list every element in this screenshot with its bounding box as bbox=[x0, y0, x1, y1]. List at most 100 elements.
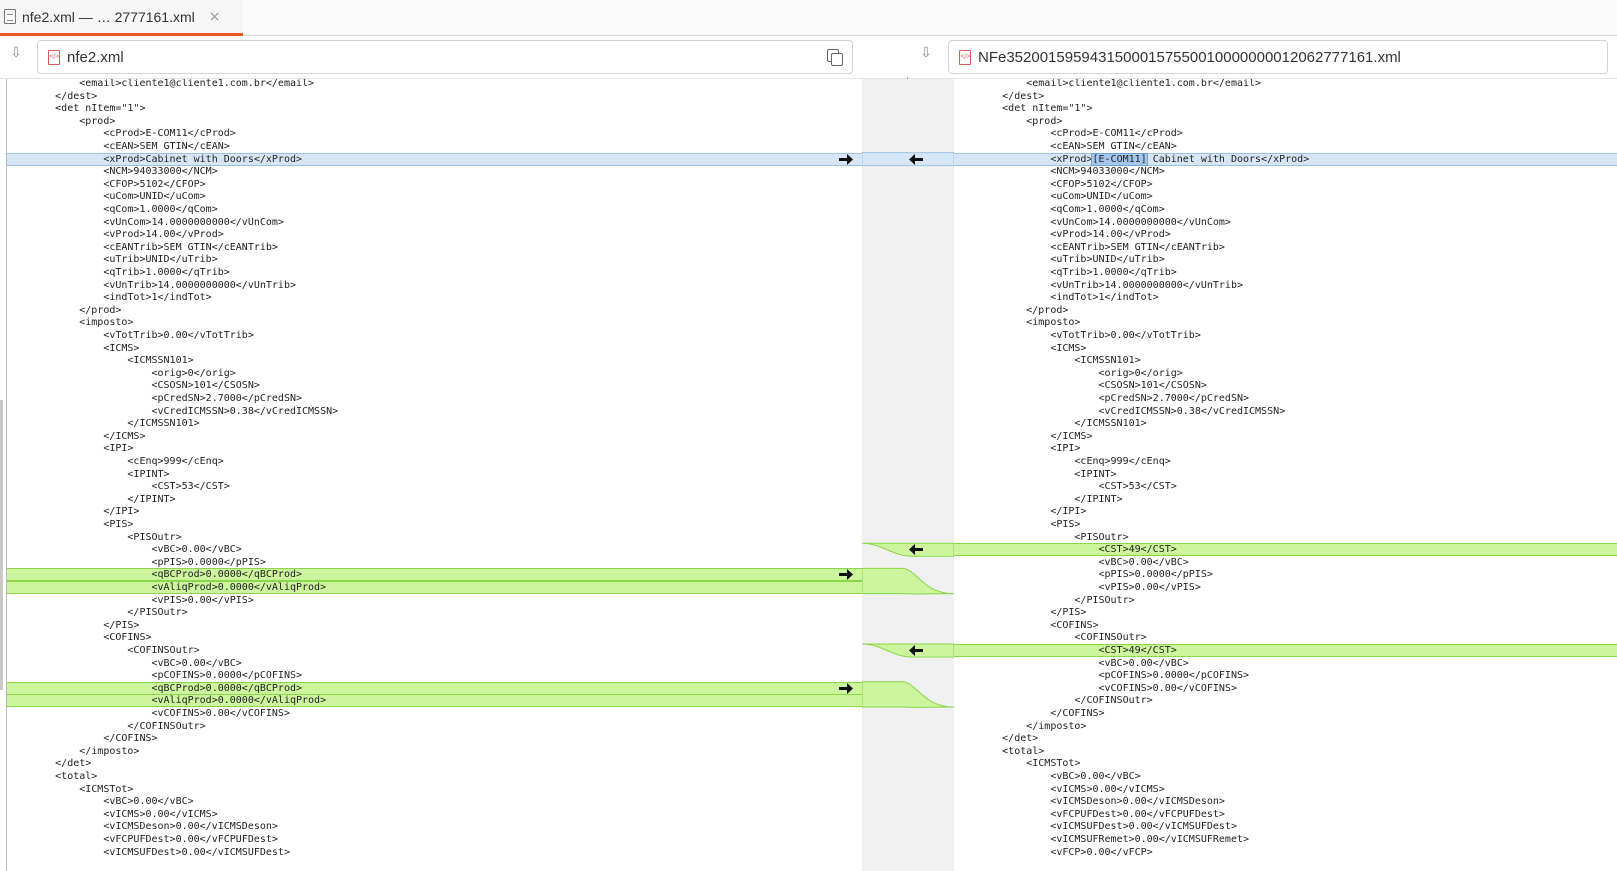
left-code-line: <ICMSSN101> bbox=[7, 355, 194, 367]
right-code-line: <COFINS> bbox=[954, 619, 1099, 631]
download-arrow-icon[interactable]: ⇩ bbox=[920, 45, 932, 61]
copy-icon[interactable] bbox=[827, 49, 844, 66]
left-code-line: <CST>53</CST> bbox=[7, 481, 230, 493]
right-code-line: <qCom>1.0000</qCom> bbox=[954, 204, 1165, 215]
left-code-line: <vPIS>0.00</vPIS> bbox=[7, 594, 254, 606]
right-code-line: <CSOSN>101</CSOSN> bbox=[954, 380, 1207, 392]
right-code-line: <CFOP>5102</CFOP> bbox=[954, 178, 1153, 190]
right-code-line: <ICMSSN101> bbox=[954, 355, 1141, 367]
right-code-line: <vUnTrib>14.0000000000</vUnTrib> bbox=[954, 279, 1243, 291]
arrow-left-icon[interactable] bbox=[908, 543, 924, 556]
left-code-line: <pCOFINS>0.0000</pCOFINS> bbox=[7, 670, 303, 682]
right-code-line: </IPINT> bbox=[954, 493, 1123, 505]
tab-comparison[interactable]: nfe2.xml — … 2777161.xml × bbox=[0, 0, 243, 36]
download-arrow-icon[interactable]: ⇩ bbox=[10, 45, 22, 61]
right-code-line: </IPI> bbox=[954, 506, 1087, 518]
right-code-line: </PIS> bbox=[954, 607, 1087, 619]
left-code-line: </dest> bbox=[7, 90, 98, 102]
right-file-name: NFe3520015959431500015755001000000001206… bbox=[978, 48, 1401, 66]
right-code-line: <cEANTrib>SEM GTIN</cEANTrib> bbox=[954, 241, 1225, 253]
right-code-line: </dest> bbox=[954, 90, 1045, 102]
left-file-path-field[interactable]: nfe2.xml bbox=[37, 40, 853, 74]
left-file-name: nfe2.xml bbox=[67, 48, 124, 66]
diff-connector-shapes bbox=[862, 152, 954, 708]
right-code-line: <qTrib>1.0000</qTrib> bbox=[954, 267, 1177, 278]
left-code-line: <vFCPUFDest>0.00</vFCPUFDest> bbox=[7, 834, 278, 845]
right-code-line: <imposto> bbox=[954, 317, 1081, 329]
left-code-line: <uTrib>UNID</uTrib> bbox=[7, 254, 218, 266]
right-code-line: <vProd>14.00</vProd> bbox=[954, 229, 1171, 241]
right-code-line: </imposto> bbox=[954, 720, 1087, 732]
arrow-right-icon[interactable] bbox=[838, 568, 854, 581]
right-code-line: <vICMSUFDest>0.00</vICMSUFDest> bbox=[954, 821, 1237, 833]
right-code-line: </det> bbox=[954, 733, 1039, 745]
left-code-line: <det nItem="1"> bbox=[7, 103, 146, 115]
left-code-line: </det> bbox=[7, 758, 92, 770]
arrow-right-icon[interactable] bbox=[838, 682, 854, 695]
right-code-line: <uCom>UNID</uCom> bbox=[954, 191, 1153, 203]
left-code-line: <indTot>1</indTot> bbox=[7, 292, 212, 304]
inline-change-highlight: [E-COM11] bbox=[1091, 152, 1148, 166]
tab-bar: nfe2.xml — … 2777161.xml × bbox=[0, 0, 1617, 36]
left-code-line: <vICMS>0.00</vICMS> bbox=[7, 808, 218, 820]
right-code-line: <ICMSTot> bbox=[954, 758, 1081, 770]
right-code-line: </COFINSOutr> bbox=[954, 695, 1153, 707]
right-code-line: <det nItem="1"> bbox=[954, 103, 1093, 115]
left-code-line: <email>cliente1@cliente1.com.br</email> bbox=[7, 79, 315, 89]
xprod-prefix: <xProd> bbox=[954, 153, 1093, 165]
left-code-line: <vICMSDeson>0.00</vICMSDeson> bbox=[7, 821, 278, 833]
left-code-line: </IPINT> bbox=[7, 493, 176, 505]
right-code-line: <pCredSN>2.7000</pCredSN> bbox=[954, 393, 1250, 404]
left-code-line: </ICMS> bbox=[7, 430, 146, 442]
right-code-line: <CST>53</CST> bbox=[954, 481, 1177, 493]
right-code-line: <vFCP>0.00</vFCP> bbox=[954, 846, 1153, 858]
right-code-line: <cProd>E-COM11</cProd> bbox=[954, 128, 1183, 140]
right-code-line: <vICMS>0.00</vICMS> bbox=[954, 783, 1165, 795]
right-code-line: <vFCPUFDest>0.00</vFCPUFDest> bbox=[954, 808, 1225, 820]
right-code-line: <pPIS>0.0000</pPIS> bbox=[954, 569, 1213, 581]
right-code-line: <vUnCom>14.0000000000</vUnCom> bbox=[954, 216, 1231, 228]
tab-close-button[interactable]: × bbox=[208, 8, 221, 25]
left-code-line: </COFINS> bbox=[7, 733, 158, 745]
left-code-line: <vICMSUFDest>0.00</vICMSUFDest> bbox=[7, 846, 290, 858]
right-code-line: <vTotTrib>0.00</vTotTrib> bbox=[954, 330, 1201, 341]
left-code-line: <vBC>0.00</vBC> bbox=[7, 796, 194, 808]
left-code-line: <COFINS> bbox=[7, 632, 152, 644]
right-code-line: <PIS> bbox=[954, 519, 1081, 530]
right-code-line: <xProd>[E-COM11] Cabinet with Doors</xPr… bbox=[954, 152, 1617, 166]
arrow-right-icon[interactable] bbox=[838, 153, 854, 166]
arrow-left-icon[interactable] bbox=[908, 153, 924, 166]
right-code-line: <CST>49</CST> bbox=[954, 543, 1617, 557]
right-code-line: <IPINT> bbox=[954, 468, 1117, 480]
left-editor-pane[interactable]: <email>cliente1@cliente1.com.br</email> … bbox=[6, 79, 862, 871]
left-code-line: <vTotTrib>0.00</vTotTrib> bbox=[7, 330, 254, 341]
left-code-line: </IPI> bbox=[7, 506, 140, 518]
left-code-line: <vUnTrib>14.0000000000</vUnTrib> bbox=[7, 279, 296, 291]
left-code-line: <cEAN>SEM GTIN</cEAN> bbox=[7, 141, 230, 152]
right-code-line: <vICMSUFRemet>0.00</vICMSUFRemet> bbox=[954, 834, 1250, 845]
left-code-line: </imposto> bbox=[7, 745, 140, 757]
left-code-line: <IPINT> bbox=[7, 468, 170, 480]
right-code-line: <vCredICMSSN>0.38</vCredICMSSN> bbox=[954, 405, 1286, 417]
diff-link-gutter bbox=[862, 79, 954, 871]
left-code-line: <cProd>E-COM11</cProd> bbox=[7, 128, 236, 140]
left-code-line: <cEnq>999</cEnq> bbox=[7, 456, 224, 467]
left-scrollbar[interactable] bbox=[0, 400, 3, 690]
left-code-line: <xProd>Cabinet with Doors</xProd> bbox=[7, 152, 862, 166]
left-code-line: <vBC>0.00</vBC> bbox=[7, 657, 242, 669]
insert-connector bbox=[862, 542, 954, 557]
right-code-line: <orig>0</orig> bbox=[954, 367, 1183, 379]
right-editor-pane[interactable]: <email>cliente1@cliente1.com.br</email> … bbox=[954, 79, 1617, 871]
left-code-line: <qBCProd>0.0000</qBCProd> bbox=[7, 681, 862, 695]
left-code-line: <vBC>0.00</vBC> bbox=[7, 544, 242, 556]
right-file-path-field[interactable]: NFe3520015959431500015755001000000001206… bbox=[948, 40, 1608, 74]
right-code-line: </COFINS> bbox=[954, 708, 1105, 719]
arrow-left-icon[interactable] bbox=[908, 644, 924, 657]
left-code-line: <qTrib>1.0000</qTrib> bbox=[7, 267, 230, 278]
left-code-line: <vCredICMSSN>0.38</vCredICMSSN> bbox=[7, 405, 339, 417]
right-code-line: <IPI> bbox=[954, 443, 1081, 455]
right-code-line: <cEnq>999</cEnq> bbox=[954, 456, 1171, 467]
xprod-suffix: Cabinet with Doors</xProd> bbox=[1146, 153, 1310, 165]
right-code-line: <CST>49</CST> bbox=[954, 644, 1617, 657]
left-code-line: <imposto> bbox=[7, 317, 134, 329]
